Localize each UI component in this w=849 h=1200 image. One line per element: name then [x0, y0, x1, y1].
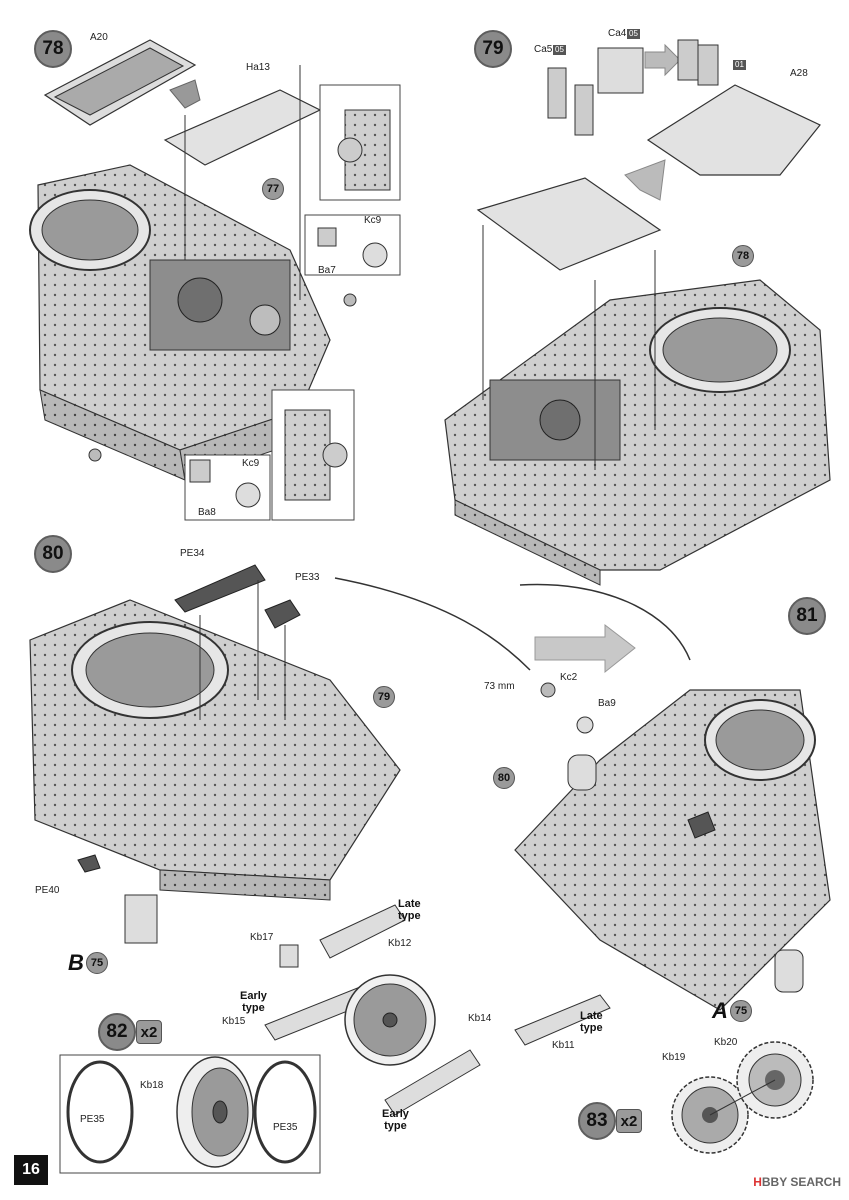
step78-arrow: [169, 79, 201, 109]
step83-multiplier: x2: [616, 1109, 642, 1133]
step79-arrow-down: [624, 159, 666, 201]
late-type-label-2: Late type: [580, 1010, 603, 1034]
part-label-ba9: Ba9: [598, 698, 616, 709]
part-label-pe35-right: PE35: [273, 1122, 298, 1133]
part-label-ha13: Ha13: [246, 62, 270, 73]
step79-hull-drawing: [444, 279, 831, 586]
step-81-badge: 81: [788, 597, 826, 635]
part-label-ca5: Ca5: [534, 44, 553, 55]
step-79-badge: 79: [474, 30, 512, 68]
step-83-badge: 83: [578, 1102, 616, 1140]
step78-detail-mid: [304, 214, 401, 276]
sprue-tag-ca4: 05: [627, 29, 640, 39]
part-label-kb19: Kb19: [662, 1052, 686, 1063]
step82-wheel-drawing: [66, 1056, 317, 1168]
step79-top-plate: [476, 177, 662, 470]
subassembly-ref-a-75: 75: [730, 1000, 752, 1022]
step78-detail-bottom: [184, 389, 355, 521]
watermark: HBBY SEARCH: [753, 1175, 841, 1189]
late-type-label-1: Late type: [398, 898, 421, 922]
part-label-ba7: Ba7: [318, 265, 336, 276]
part-label-kb14: Kb14: [468, 1013, 492, 1024]
step80-hull-drawing: [29, 599, 401, 901]
part-label-a20: A20: [90, 32, 108, 43]
step80-pe-parts: [77, 564, 301, 944]
part-label-kc9-bottom: Kc9: [242, 458, 260, 469]
step78-ref-77: 77: [262, 178, 284, 200]
step79-arrow-right: [644, 43, 681, 77]
watermark-part2: BBY SEARCH: [761, 1175, 841, 1189]
step79-parts: [547, 39, 821, 176]
sprue-tag-a28: 01: [733, 60, 746, 70]
early-type-label-1: Early type: [240, 990, 267, 1014]
part-label-a28: A28: [790, 68, 808, 79]
part-label-ca4: Ca4: [608, 28, 627, 39]
watermark-part1: H: [753, 1175, 762, 1189]
subassembly-letter-b: B: [68, 950, 84, 975]
step-78-badge: 78: [34, 30, 72, 68]
step80-ref-79: 79: [373, 686, 395, 708]
step78-a20-panel: [43, 39, 197, 126]
step81-ref-80: 80: [493, 767, 515, 789]
step80-suspension-parts: [264, 904, 611, 1116]
part-label-ba8: Ba8: [198, 507, 216, 518]
part-label-pe34: PE34: [180, 548, 205, 559]
part-label-kb12: Kb12: [388, 938, 412, 949]
part-label-kb15: Kb15: [222, 1016, 246, 1027]
step81-arrow: [534, 623, 636, 674]
step-82-badge: 82: [98, 1013, 136, 1051]
part-label-pe33: PE33: [295, 572, 320, 583]
sprue-tag-ca5: 05: [553, 45, 566, 55]
step82-multiplier: x2: [136, 1020, 162, 1044]
step81-hull-drawing: [514, 682, 831, 1011]
part-label-pe40: PE40: [35, 885, 60, 896]
step81-cable: [519, 583, 691, 661]
subassembly-ref-b-75: 75: [86, 952, 108, 974]
early-type-label-2: Early type: [382, 1108, 409, 1132]
page-number: 16: [14, 1155, 48, 1185]
part-label-kb17: Kb17: [250, 932, 274, 943]
step78-detail-top: [319, 84, 401, 201]
part-label-pe35-left: PE35: [80, 1114, 105, 1125]
step-80-badge: 80: [34, 535, 72, 573]
length-label-73mm: 73 mm: [484, 681, 515, 692]
step79-ref-78: 78: [732, 245, 754, 267]
part-label-kb20: Kb20: [714, 1037, 738, 1048]
step80-cable: [334, 577, 531, 671]
step83-sprocket-drawing: [671, 1041, 814, 1154]
part-label-kb11: Kb11: [552, 1040, 575, 1051]
part-label-kc9-top: Kc9: [364, 215, 382, 226]
part-label-kb18: Kb18: [140, 1080, 164, 1091]
part-label-kc2: Kc2: [560, 672, 578, 683]
subassembly-letter-a: A: [712, 998, 728, 1023]
